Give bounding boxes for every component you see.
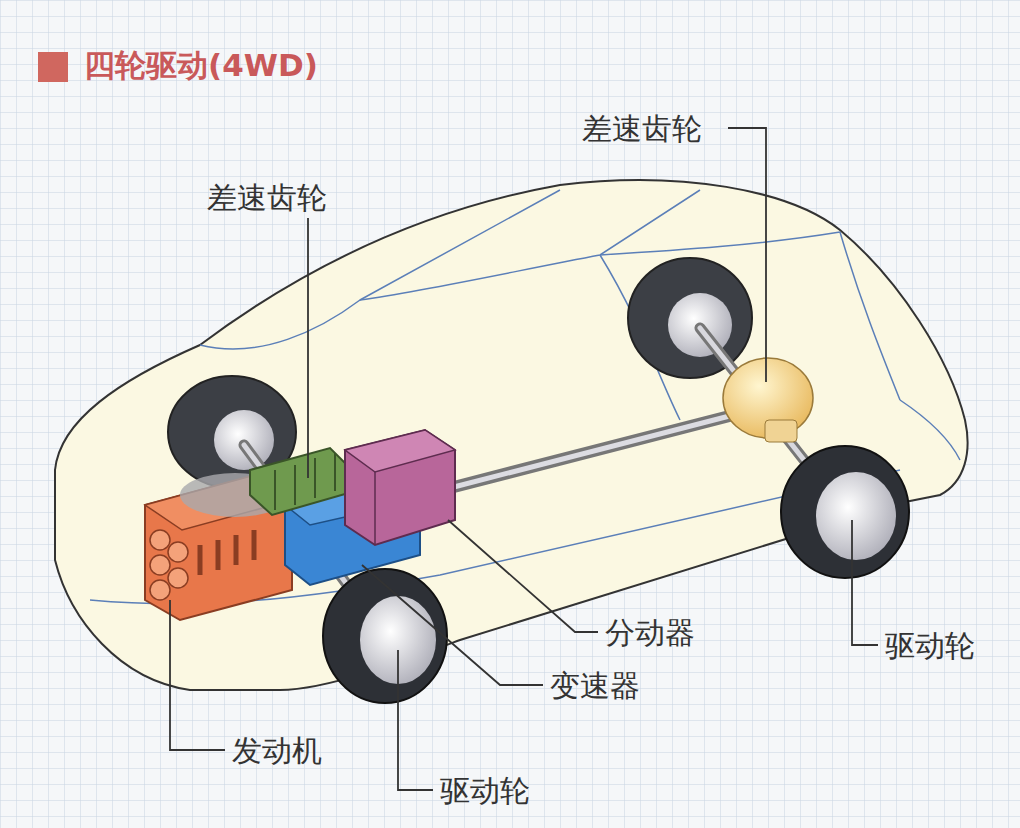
part-label: 分动器 bbox=[603, 616, 697, 649]
near-wheels bbox=[323, 446, 909, 703]
front-differential bbox=[250, 448, 352, 515]
part-label: 变速器 bbox=[548, 669, 642, 702]
car-body bbox=[55, 180, 968, 690]
title-marker bbox=[38, 52, 68, 82]
part-label: 差速齿轮 bbox=[580, 112, 704, 145]
part-label: 发动机 bbox=[230, 734, 324, 767]
part-label: 驱动轮 bbox=[438, 774, 532, 807]
shafts bbox=[244, 328, 845, 640]
part-label: 差速齿轮 bbox=[205, 181, 329, 214]
rear-differential bbox=[723, 358, 813, 442]
leader-lines bbox=[170, 128, 878, 790]
body-lines bbox=[90, 190, 960, 604]
title: 四轮驱动(4WD) bbox=[84, 48, 318, 82]
part-label: 驱动轮 bbox=[883, 629, 977, 662]
transfer-case bbox=[345, 430, 455, 545]
